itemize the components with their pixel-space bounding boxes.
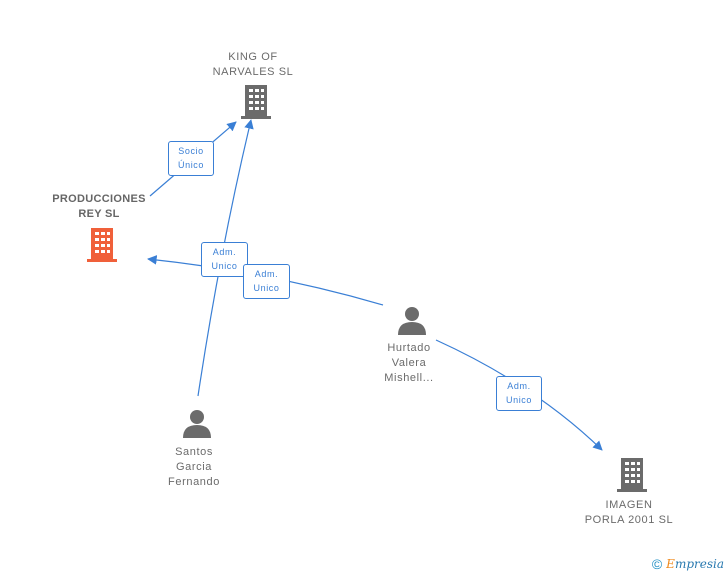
node-label-king-of-narvales[interactable]: KING OF NARVALES SL xyxy=(212,51,294,78)
person-icon[interactable] xyxy=(397,305,427,335)
edge-label-socio-unico: Socio Único xyxy=(168,141,214,176)
building-icon-main[interactable] xyxy=(87,228,119,262)
edge-label-adm-unico: Adm. Unico xyxy=(201,242,248,277)
edge-label-adm-unico: Adm. Unico xyxy=(243,264,290,299)
node-label-santos[interactable]: Santos Garcia Fernando xyxy=(168,446,220,488)
empresia-logo[interactable]: Empresia xyxy=(666,557,724,571)
building-icon[interactable] xyxy=(617,458,649,492)
node-label-imagen-porla[interactable]: IMAGEN PORLA 2001 SL xyxy=(584,499,674,526)
copyright-icon: © xyxy=(651,556,663,572)
node-label-producciones-rey[interactable]: PRODUCCIONES REY SL xyxy=(52,193,146,220)
person-icon[interactable] xyxy=(182,408,212,438)
footer-credit: © Empresia xyxy=(652,556,724,572)
node-label-hurtado[interactable]: Hurtado Valera Mishell... xyxy=(384,342,434,384)
building-icon[interactable] xyxy=(241,85,273,119)
edge-label-adm-unico: Adm. Unico xyxy=(496,376,542,411)
